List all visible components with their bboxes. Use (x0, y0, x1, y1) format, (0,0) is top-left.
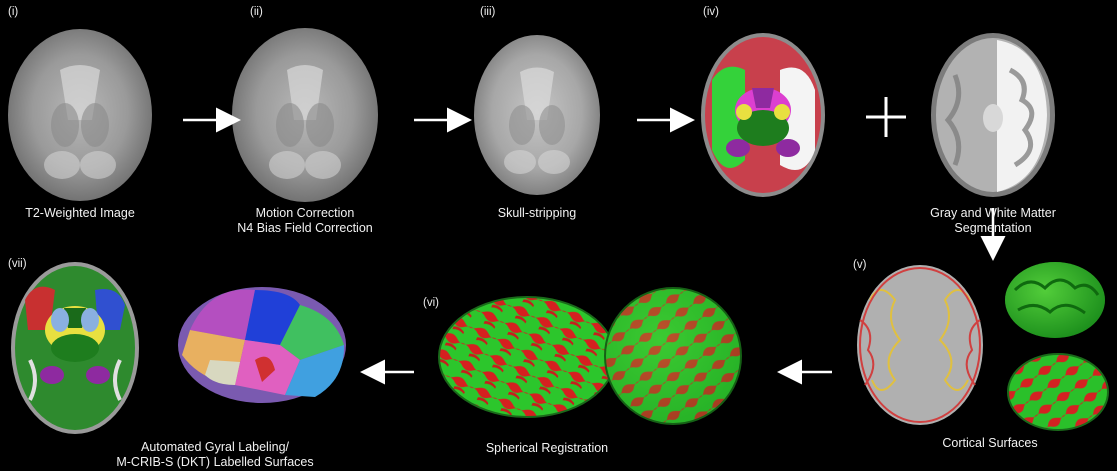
caption-line-1: Gray and White Matter (893, 206, 1093, 221)
caption-line-2: N4 Bias Field Correction (225, 221, 385, 236)
caption-cortical-surfaces: Cortical Surfaces (900, 436, 1080, 451)
caption-gray-white-segmentation: Gray and White Matter Segmentation (893, 206, 1093, 236)
step-tag-v: (v) (853, 259, 866, 271)
parcellated-hemisphere-render (178, 287, 346, 403)
caption-line-2: M-CRIB-S (DKT) Labelled Surfaces (100, 455, 330, 470)
gyral-label-slice (11, 262, 139, 434)
caption-motion-correction: Motion Correction N4 Bias Field Correcti… (225, 206, 385, 236)
caption-line-2: Segmentation (893, 221, 1093, 236)
plus-symbol (866, 97, 906, 137)
cortical-surface-top-render (1005, 262, 1105, 338)
gray-white-matter-map (931, 33, 1055, 197)
caption-skull-stripping: Skull-stripping (457, 206, 617, 221)
registration-sphere (605, 288, 741, 424)
tissue-segmentation-map (701, 33, 825, 197)
caption-t2-weighted-image: T2-Weighted Image (0, 206, 160, 221)
step-tag-iii: (iii) (480, 6, 495, 18)
caption-spherical-registration: Spherical Registration (457, 441, 637, 456)
cortical-surface-overlay (857, 265, 983, 425)
inflated-hemisphere-render (439, 297, 615, 417)
step-tag-vii: (vii) (8, 258, 27, 270)
caption-line-1: Automated Gyral Labeling/ (100, 440, 330, 455)
caption-line-1: Motion Correction (225, 206, 385, 221)
motion-corrected-image (232, 28, 378, 202)
step-tag-vi: (vi) (423, 297, 439, 309)
step-tag-iv: (iv) (703, 6, 719, 18)
t2-weighted-image (8, 29, 152, 201)
step-tag-i: (i) (8, 6, 18, 18)
skull-stripped-image (474, 35, 600, 195)
cortical-surface-bottom-render (1008, 354, 1108, 430)
caption-gyral-labeling: Automated Gyral Labeling/ M-CRIB-S (DKT)… (100, 440, 330, 470)
step-tag-ii: (ii) (250, 6, 263, 18)
